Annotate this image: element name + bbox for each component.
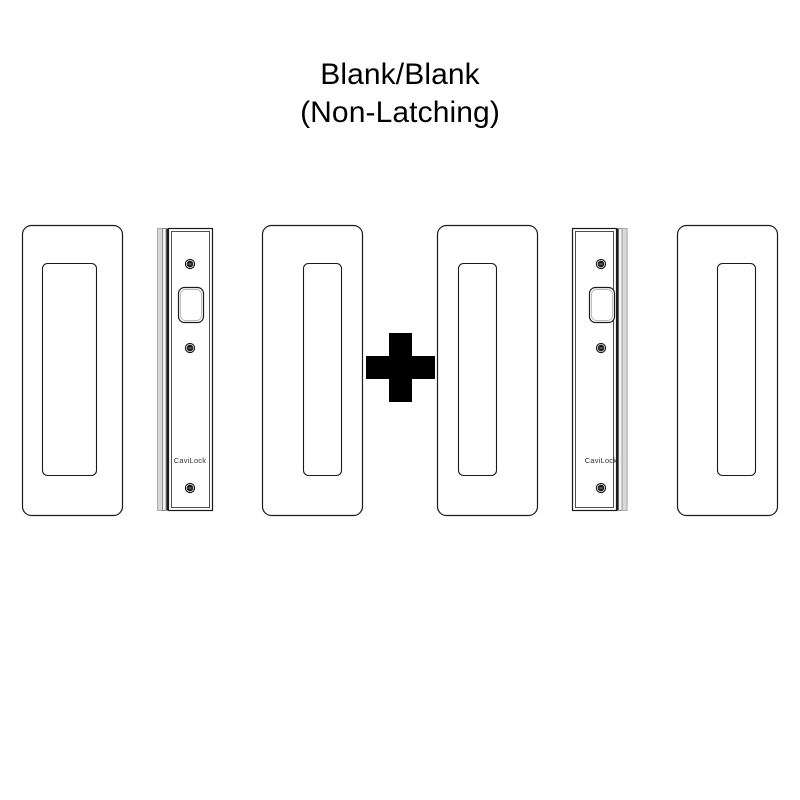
right-set: CaviLock bbox=[436, 224, 779, 517]
flush-pull-panel-3[interactable] bbox=[436, 224, 539, 517]
diagram-title: Blank/Blank (Non-Latching) bbox=[0, 56, 800, 133]
blank-cutout bbox=[177, 286, 205, 324]
left-set: CaviLock bbox=[21, 224, 364, 517]
screw-middle bbox=[595, 342, 607, 354]
edge-plate-2[interactable]: CaviLock bbox=[571, 227, 628, 512]
flush-pull-panel-2[interactable] bbox=[261, 224, 364, 517]
screw-middle bbox=[184, 342, 196, 354]
brand-label: CaviLock bbox=[585, 456, 617, 465]
brand-label: CaviLock bbox=[174, 456, 206, 465]
blank-cutout bbox=[588, 286, 616, 324]
flush-pull-panel-1[interactable] bbox=[21, 224, 124, 517]
screw-bottom bbox=[184, 482, 196, 494]
flush-pull-panel-4[interactable] bbox=[676, 224, 779, 517]
screw-top bbox=[184, 258, 196, 270]
screw-top bbox=[595, 258, 607, 270]
title-line-2: (Non-Latching) bbox=[300, 96, 500, 130]
edge-plate-1[interactable]: CaviLock bbox=[157, 227, 214, 512]
plus-operator bbox=[366, 333, 435, 402]
screw-bottom bbox=[595, 482, 607, 494]
title-line-1: Blank/Blank bbox=[320, 58, 480, 91]
